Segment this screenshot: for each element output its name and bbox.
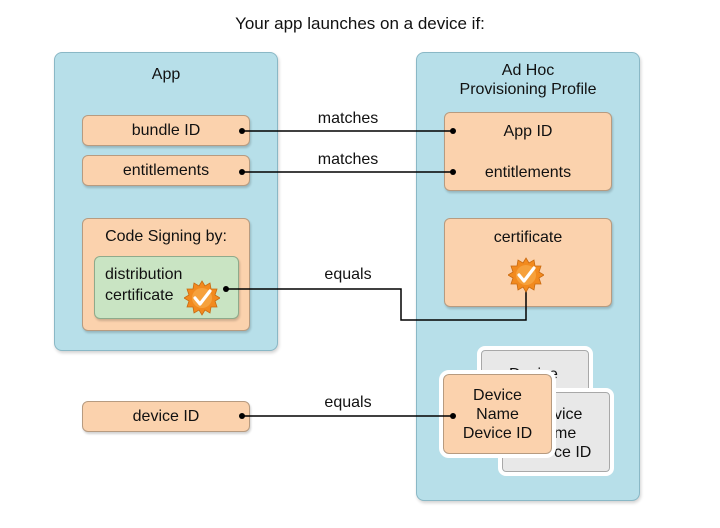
distribution-label-line2: certificate: [105, 287, 174, 304]
diagram-title: Your app launches on a device if:: [235, 14, 485, 33]
app-panel-title: App: [151, 66, 181, 83]
dot-entitlements-end: [450, 169, 456, 175]
dot-entitlements-start: [239, 169, 245, 175]
app-entitlements-box: entitlements: [82, 155, 250, 186]
device-front-line3: Device ID: [462, 424, 533, 442]
app-id-label: App ID: [503, 123, 553, 140]
matches-label-1: matches: [317, 110, 379, 127]
dot-bundle-end: [450, 128, 456, 134]
profile-title-line2: Provisioning Profile: [459, 81, 597, 98]
device-card-back-2-line3: ce ID: [554, 444, 592, 461]
connector-certificate: [226, 281, 527, 321]
bundle-id-label: bundle ID: [131, 121, 201, 139]
dot-cert-start: [223, 286, 229, 292]
distribution-label-line1: distribution: [105, 266, 183, 283]
code-signing-label: Code Signing by:: [105, 228, 227, 245]
app-entitlements-label: entitlements: [122, 161, 210, 179]
profile-certificate-label: certificate: [493, 229, 563, 246]
device-card-front: Device Name Device ID: [439, 370, 556, 458]
app-id-entitlements-box: App ID entitlements: [444, 112, 612, 191]
equals-label-2: equals: [324, 394, 372, 411]
device-id-box: device ID: [82, 401, 250, 432]
device-card-back-2-line2: me: [554, 425, 577, 442]
device-front-line2: Name: [476, 405, 519, 423]
dot-device-end: [450, 413, 456, 419]
equals-label-1: equals: [324, 266, 372, 283]
dot-device-start: [239, 413, 245, 419]
device-id-label: device ID: [132, 407, 200, 425]
distribution-certificate-box: distribution certificate: [94, 256, 239, 319]
badge-icon: [184, 280, 220, 316]
device-card-back-2-line1: vice: [554, 406, 583, 423]
dot-bundle-start: [239, 128, 245, 134]
profile-badge-icon: [508, 257, 544, 293]
profile-title-line1: Ad Hoc: [501, 62, 555, 79]
device-front-line1: Device: [473, 386, 522, 404]
matches-label-2: matches: [317, 151, 379, 168]
profile-entitlements-label: entitlements: [484, 164, 572, 181]
